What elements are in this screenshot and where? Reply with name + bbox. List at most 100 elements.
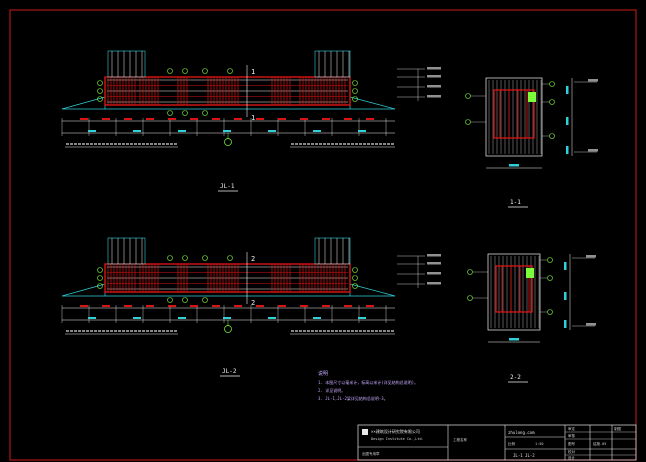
dimension-value-marker: [223, 130, 231, 132]
dimension-value-marker: [358, 130, 366, 132]
bar-mark-circle: [227, 255, 233, 261]
annotation-text-hatch: [166, 143, 169, 145]
company-logo: [362, 429, 368, 435]
dimension-value-marker: [212, 305, 220, 307]
annotation-text-hatch: [158, 143, 161, 145]
dimension-value-marker: [146, 118, 154, 120]
sheet-label: 图号: [568, 441, 576, 446]
project-site: zhulong.com: [508, 430, 535, 435]
dimension-value-marker: [313, 317, 321, 319]
annotation-text-hatch: [142, 143, 145, 145]
annotation-text-hatch: [98, 143, 101, 145]
annotation-text-hatch: [291, 330, 294, 332]
annotation-text-hatch: [311, 143, 314, 145]
annotation-text-hatch: [150, 143, 153, 145]
section-outline: [485, 77, 543, 157]
elevation-tag: [427, 85, 441, 88]
elevation-tag: [427, 254, 441, 257]
dimension-value-marker: [178, 130, 186, 132]
bar-mark-circle: [167, 68, 173, 74]
dimension-value-marker: [102, 305, 110, 307]
bar-mark-circle: [352, 80, 358, 86]
project-label: 工程名称: [453, 437, 467, 442]
section-highlight: [528, 92, 536, 102]
section-callout: [547, 275, 553, 281]
annotation-text-hatch: [70, 330, 73, 332]
section2-detail: [467, 253, 596, 343]
annotation-text-hatch: [102, 330, 105, 332]
dimension-value-marker: [168, 305, 176, 307]
annotation-text-hatch: [323, 143, 326, 145]
column-stub: [107, 50, 146, 78]
bar-mark-circle: [352, 88, 358, 94]
annotation-text-hatch: [138, 330, 141, 332]
company-name-cn: ××建筑设计研究院有限公司: [371, 428, 420, 434]
sheet-frame: [9, 9, 637, 461]
annotation-text-hatch: [102, 143, 105, 145]
annotation-text-hatch: [162, 143, 165, 145]
bar-mark-circle: [352, 96, 358, 102]
annotation-text-hatch: [379, 330, 382, 332]
dimension-value-marker: [300, 118, 308, 120]
dimension-value-marker: [146, 305, 154, 307]
bar-mark-circle: [97, 267, 103, 273]
section-callout: [549, 133, 555, 139]
annotation-text-hatch: [307, 330, 310, 332]
dimension-value-marker: [268, 130, 276, 132]
annotation-text-hatch: [331, 330, 334, 332]
beam-outline: [104, 263, 351, 293]
dimension-value-marker: [124, 118, 132, 120]
bar-mark-circle: [202, 255, 208, 261]
annotation-text-hatch: [387, 330, 390, 332]
annotation-text-hatch: [126, 330, 129, 332]
dimension-value-marker: [313, 130, 321, 132]
annotation-text-hatch: [154, 143, 157, 145]
annotation-text-hatch: [327, 143, 330, 145]
dimension-value-marker: [190, 305, 198, 307]
tb-row-3: 校对: [568, 449, 576, 454]
annotation-text-hatch: [90, 330, 93, 332]
bar-mark-circle: [182, 110, 188, 116]
annotation-text-hatch: [66, 330, 69, 332]
tb-row-4: 设计: [568, 455, 576, 460]
annotation-text-hatch: [339, 143, 342, 145]
section-callout: [549, 81, 555, 87]
annotation-text-hatch: [375, 330, 378, 332]
bar-mark-circle: [97, 88, 103, 94]
column-stub: [107, 237, 146, 265]
dimension-value-marker: [102, 118, 110, 120]
annotation-text-hatch: [303, 330, 306, 332]
section-level-tag: [586, 323, 596, 326]
bar-mark-circle: [167, 110, 173, 116]
note-line-2: 2. 详见说明。: [318, 387, 345, 393]
bar-mark-circle: [352, 267, 358, 273]
scale-value: 1:50: [535, 442, 543, 446]
bar-mark-circle: [97, 96, 103, 102]
annotation-text-hatch: [315, 330, 318, 332]
annotation-text-hatch: [74, 330, 77, 332]
section-level-tag: [588, 79, 598, 82]
bar-mark-circle: [97, 283, 103, 289]
section1-caption: 1-1: [510, 199, 521, 206]
section-callout: [465, 119, 471, 125]
annotation-text-hatch: [299, 330, 302, 332]
scale-label: 比例: [508, 441, 516, 446]
section1-detail: [465, 77, 598, 169]
tb-row-2: 审核: [568, 433, 576, 438]
dimension-value-marker: [234, 118, 242, 120]
beam2-elevation: [61, 237, 441, 335]
section-outline: [487, 253, 541, 331]
beam1-caption: JL-1: [220, 183, 235, 190]
dimension-value-marker: [358, 317, 366, 319]
annotation-text-hatch: [363, 330, 366, 332]
bar-mark-circle: [182, 255, 188, 261]
bar-mark-circle: [97, 275, 103, 281]
annotation-text-hatch: [331, 143, 334, 145]
section-stirrup: [495, 265, 533, 313]
bar-mark-circle: [202, 297, 208, 303]
notes-heading: 说明: [318, 370, 328, 377]
annotation-text-hatch: [367, 330, 370, 332]
bar-mark-circle: [202, 68, 208, 74]
section-height-tag: [566, 117, 569, 125]
annotation-text-hatch: [170, 330, 173, 332]
